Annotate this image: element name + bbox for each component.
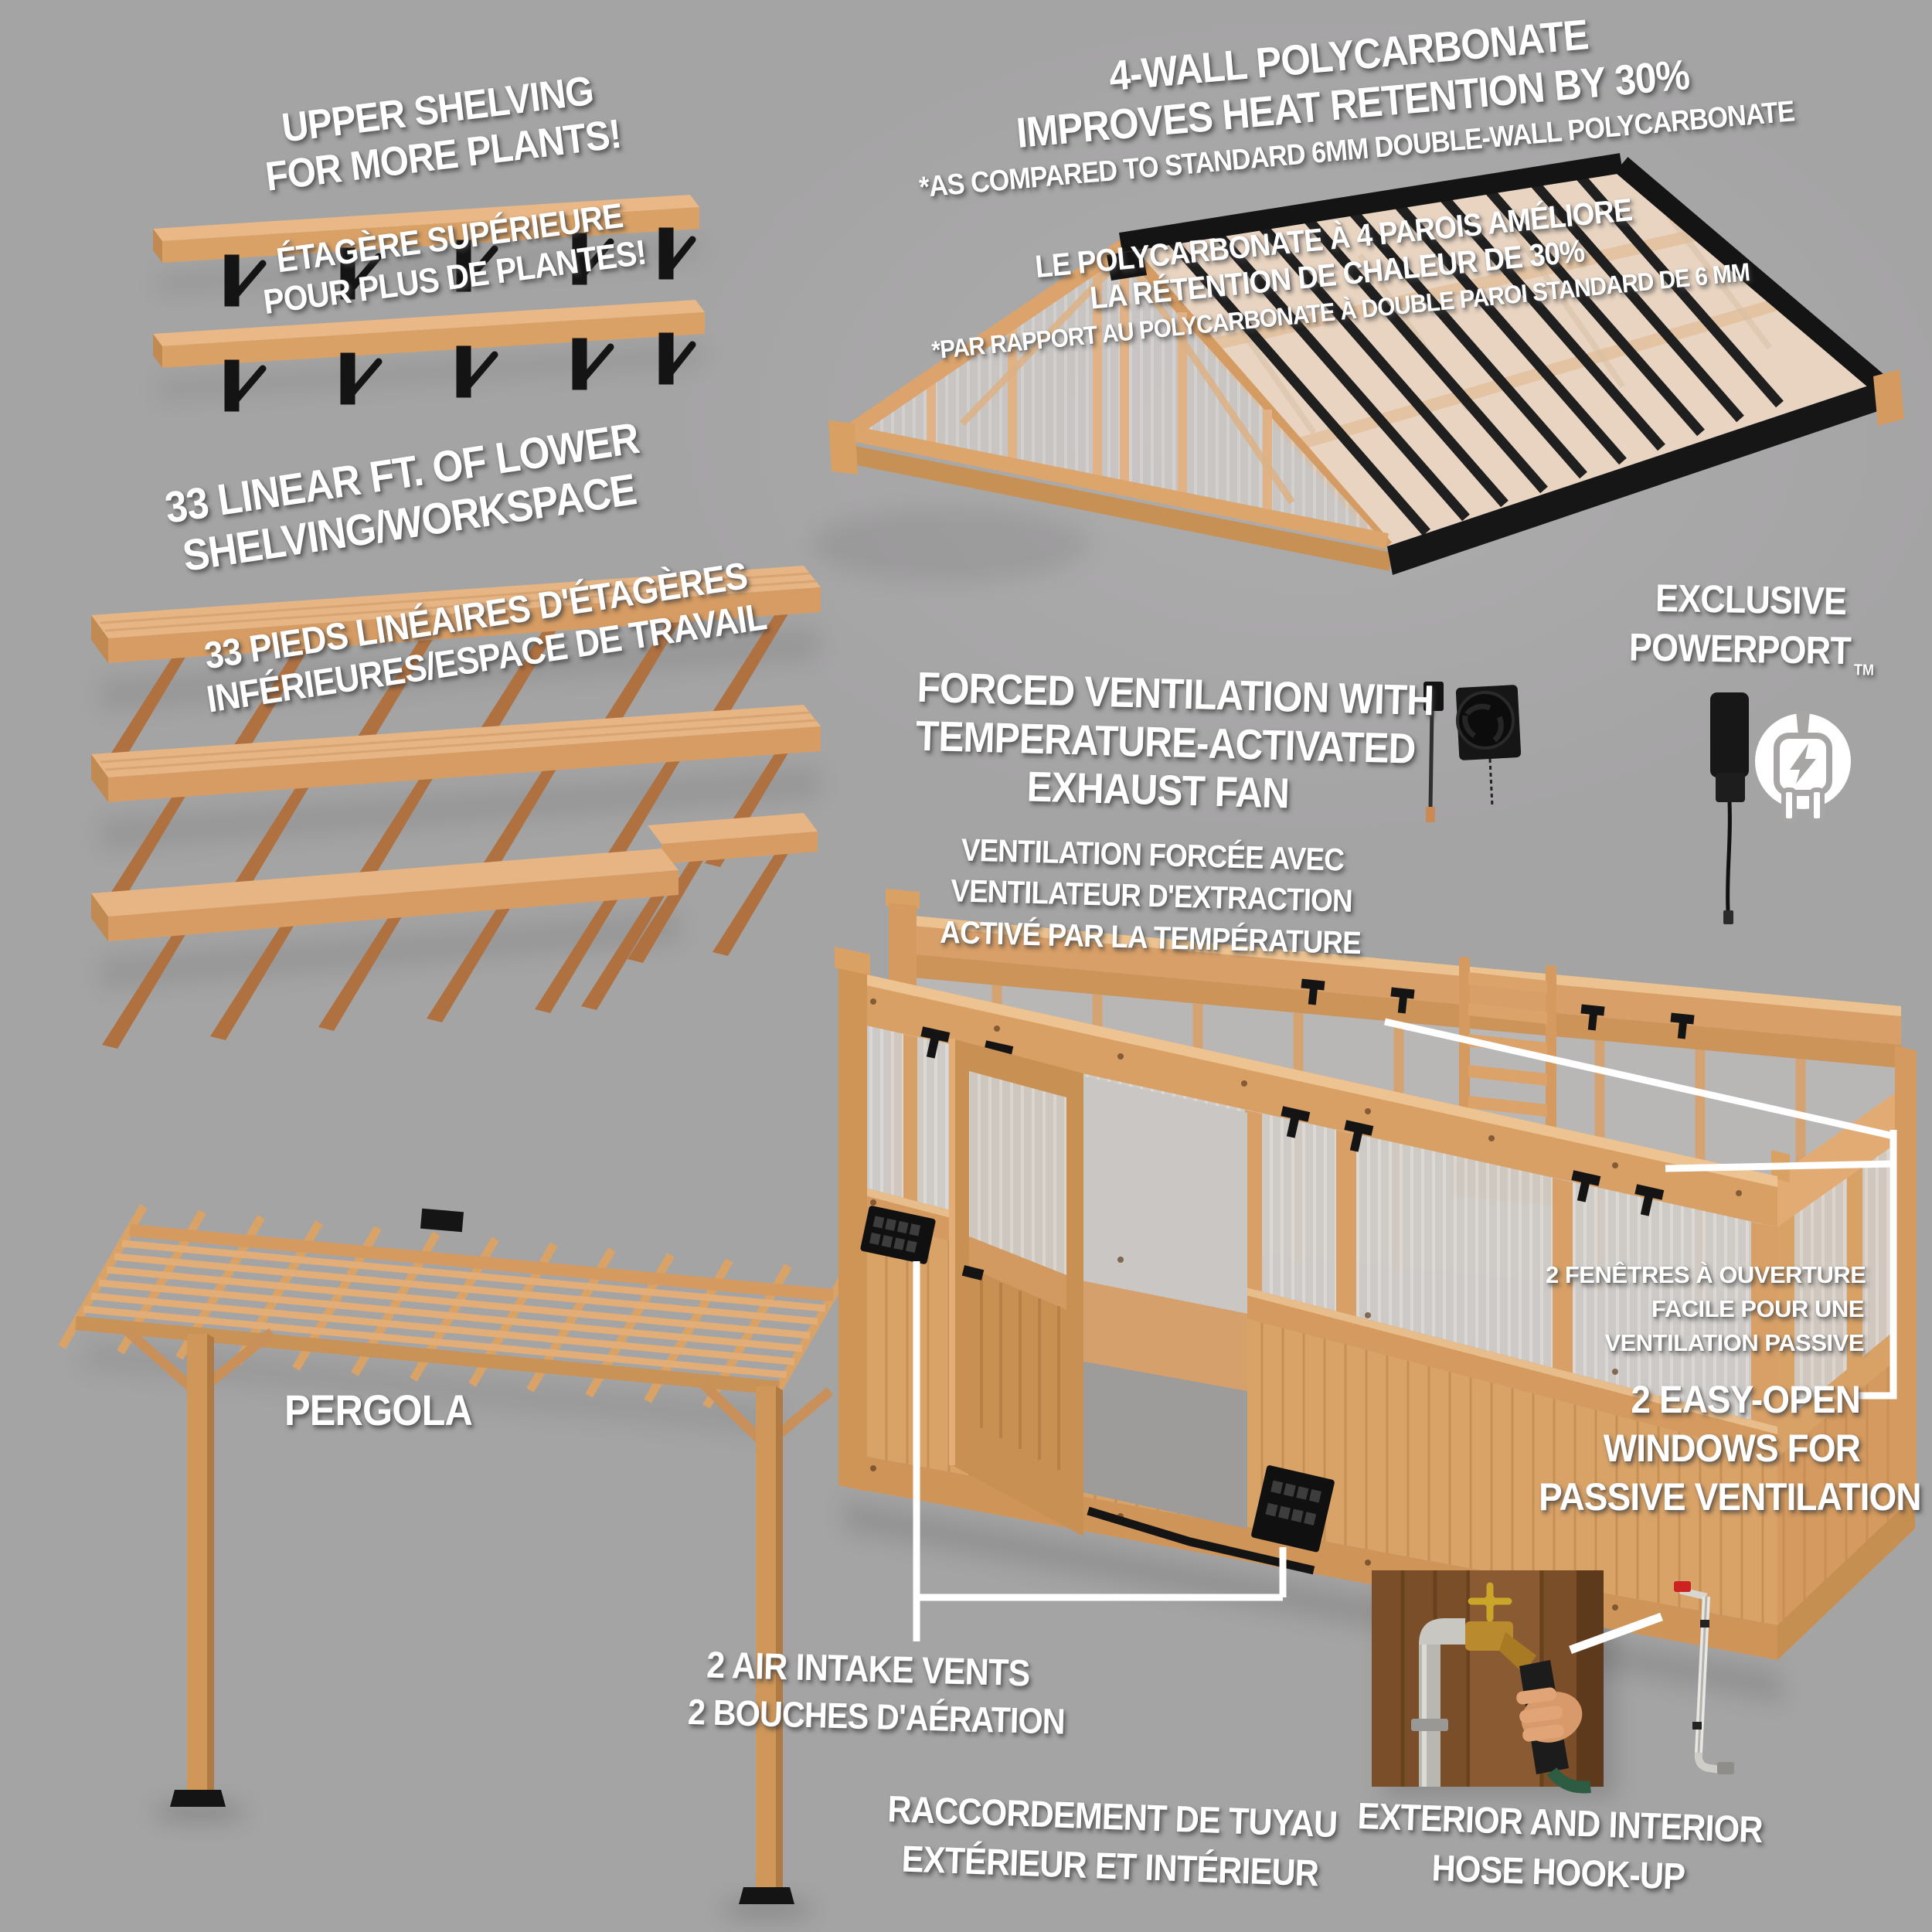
hose-hookup-photo (1372, 1570, 1604, 1794)
window-callout-line-1 (1384, 1018, 1894, 1140)
power-plug-icon (1755, 711, 1851, 823)
exhaust-fan (1455, 685, 1522, 808)
windows-en-line-3: PASSIVE VENTILATION (1539, 1475, 1921, 1519)
greenhouse-roof-render (828, 153, 1904, 575)
air-intake-vent-right (1251, 1465, 1335, 1553)
upper-shelf-bottom (153, 300, 705, 412)
air-vents-fr: 2 BOUCHES D'AÉRATION (687, 1692, 1066, 1743)
powerport-word: POWERPORT (1628, 625, 1852, 673)
lower-shelves-render (91, 566, 821, 1049)
pergola-render (58, 1204, 851, 1904)
upper-shelf-top (153, 195, 699, 307)
thermometer-probe (1423, 682, 1444, 822)
air-vents-caption: 2 AIR INTAKE VENTS 2 BOUCHES D'AÉRATION (687, 1641, 1066, 1745)
pergola-label-text: PERGOLA (284, 1386, 473, 1434)
hose-pipe-product (1674, 1581, 1734, 1774)
windows-caption-fr: 2 FENÊTRES À OUVERTURE FACILE POUR UNE V… (1546, 1258, 1866, 1360)
windows-en-line-2: WINDOWS FOR (1603, 1427, 1861, 1470)
pergola-label: PERGOLA (283, 1386, 474, 1435)
powerport-device (1710, 692, 1749, 924)
powerport-line-1: EXCLUSIVE (1655, 576, 1847, 624)
windows-en-line-1: 2 EASY-OPEN (1631, 1378, 1861, 1421)
air-intake-vent-left (860, 1206, 936, 1264)
windows-fr-line-3: VENTILATION PASSIVE (1604, 1329, 1864, 1357)
greenhouse-render (835, 889, 1917, 1660)
window-callout-line-2 (1665, 1160, 1894, 1172)
windows-fr-line-2: FACILE POUR UNE (1651, 1295, 1864, 1323)
windows-fr-line-1: 2 FENÊTRES À OUVERTURE (1546, 1261, 1866, 1288)
callout-lines (913, 1018, 1897, 1655)
forced-ventilation-title: FORCED VENTILATION WITH TEMPERATURE-ACTI… (914, 663, 1434, 821)
windows-caption-en: 2 EASY-OPEN WINDOWS FOR PASSIVE VENTILAT… (1539, 1376, 1921, 1522)
greenhouse-door (949, 1039, 1083, 1536)
hose-caption-en: EXTERIOR AND INTERIOR HOSE HOOK-UP (1351, 1792, 1768, 1905)
hose-callout-line (1569, 1612, 1663, 1655)
window-callout-bracket (1856, 1130, 1897, 1400)
trademark-symbol: TM (1853, 662, 1875, 679)
forced-ventilation-title-fr: VENTILATION FORCÉE AVEC VENTILATEUR D'EX… (920, 828, 1383, 964)
hose-caption-fr: RACCORDEMENT DE TUYAU EXTÉRIEUR ET INTÉR… (885, 1785, 1338, 1900)
